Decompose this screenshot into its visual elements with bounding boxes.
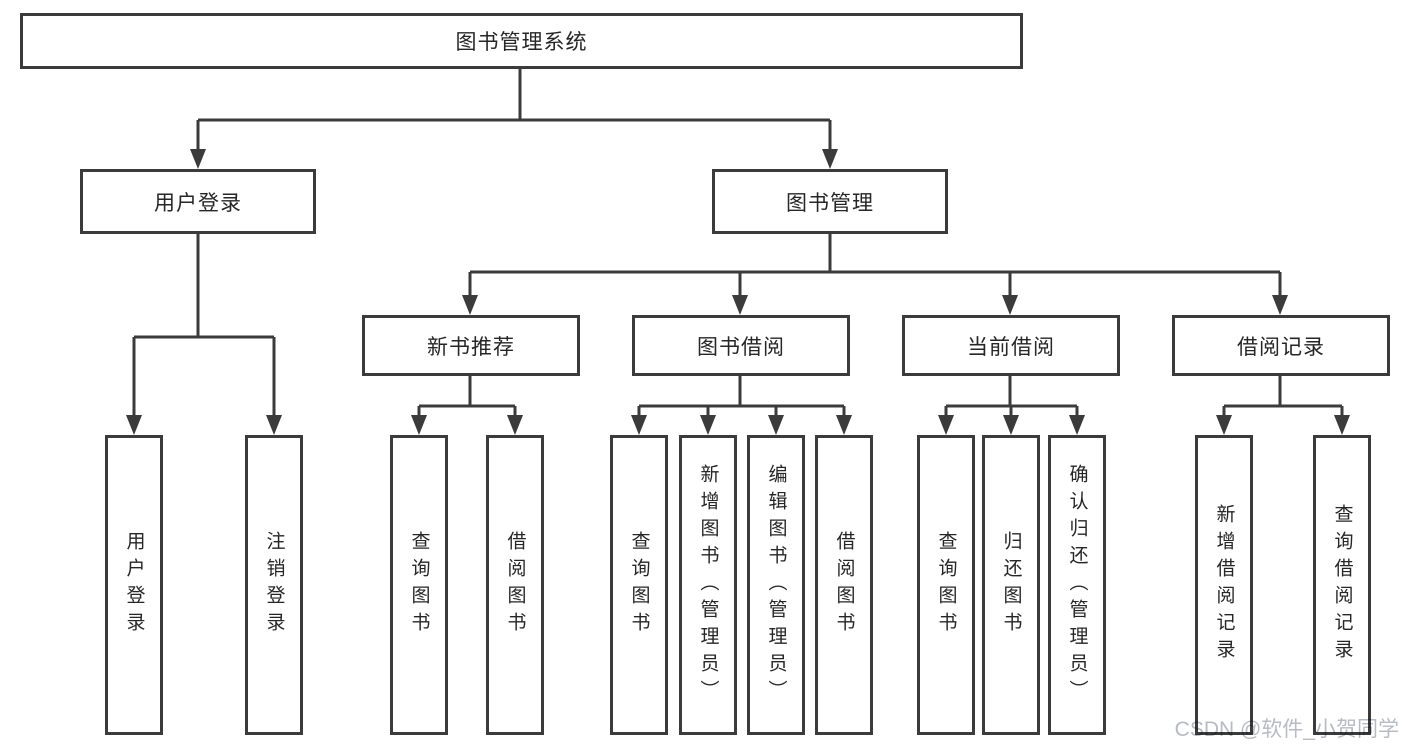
arrowhead	[700, 415, 716, 435]
arrowhead	[190, 149, 206, 169]
node-book-borrowing: 图书借阅	[632, 315, 850, 376]
leaf-label: 查询图书	[408, 531, 430, 639]
leaf-label: 查询图书	[628, 531, 650, 639]
node-current-borrowing: 当前借阅	[902, 315, 1120, 376]
leaf-label: 归还图书	[1000, 531, 1022, 639]
arrowhead	[1334, 415, 1350, 435]
leaf-label: 查询图书	[935, 531, 957, 639]
leaf-label: 借阅图书	[504, 531, 526, 639]
leaf-label: 用户登录	[123, 531, 145, 639]
arrowhead	[1216, 415, 1232, 435]
leaf-label: 新增借阅记录	[1213, 504, 1235, 666]
leaf-label: 确认归还（管理员）	[1066, 463, 1088, 707]
arrowhead	[1272, 295, 1288, 315]
node-borrowing-records: 借阅记录	[1172, 315, 1390, 376]
arrowhead	[732, 295, 748, 315]
leaf-add-books-admin: 新增图书（管理员）	[679, 435, 737, 735]
leaf-add-borrow-record: 新增借阅记录	[1195, 435, 1253, 735]
arrowhead	[507, 415, 523, 435]
leaf-logout: 注销登录	[245, 435, 303, 735]
node-book-management: 图书管理	[712, 169, 948, 234]
node-library-management-system: 图书管理系统	[20, 13, 1023, 69]
arrowhead	[836, 415, 852, 435]
arrowhead	[411, 415, 427, 435]
arrowhead	[768, 415, 784, 435]
arrowhead	[1002, 295, 1018, 315]
leaf-label: 查询借阅记录	[1331, 504, 1353, 666]
arrowhead	[822, 149, 838, 169]
leaf-query-books-current: 查询图书	[917, 435, 975, 735]
leaf-borrow-books: 借阅图书	[815, 435, 873, 735]
leaf-return-books: 归还图书	[982, 435, 1040, 735]
leaf-label: 新增图书（管理员）	[697, 463, 719, 707]
csdn-watermark: CSDN @软件_小贺同学	[1174, 718, 1399, 741]
arrowhead	[1069, 415, 1085, 435]
arrowhead	[266, 415, 282, 435]
leaf-query-borrow-record: 查询借阅记录	[1313, 435, 1371, 735]
arrowhead	[462, 295, 478, 315]
leaf-label: 编辑图书（管理员）	[765, 463, 787, 707]
arrowhead	[938, 415, 954, 435]
leaf-label: 借阅图书	[833, 531, 855, 639]
leaf-query-books-recommend: 查询图书	[390, 435, 448, 735]
arrowhead	[1003, 415, 1019, 435]
node-new-book-recommend: 新书推荐	[362, 315, 580, 376]
leaf-query-books-borrowing: 查询图书	[610, 435, 668, 735]
arrowhead	[631, 415, 647, 435]
leaf-user-login: 用户登录	[105, 435, 163, 735]
node-user-login: 用户登录	[80, 169, 316, 234]
leaf-edit-books-admin: 编辑图书（管理员）	[747, 435, 805, 735]
arrowhead	[126, 415, 142, 435]
leaf-confirm-return-admin: 确认归还（管理员）	[1048, 435, 1106, 735]
leaf-label: 注销登录	[263, 531, 285, 639]
leaf-borrow-books-recommend: 借阅图书	[486, 435, 544, 735]
